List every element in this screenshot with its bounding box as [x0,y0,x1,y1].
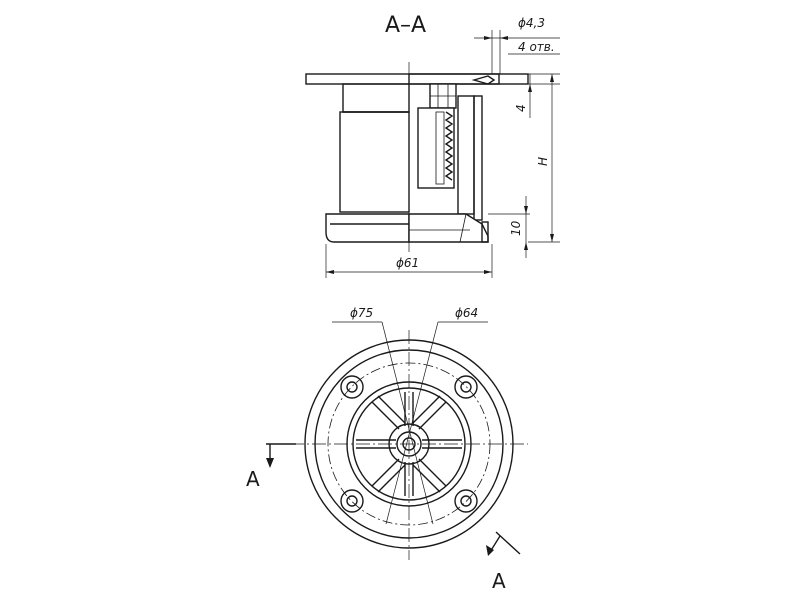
plan-view: ϕ75 ϕ64 A A [246,306,528,593]
hole-count-label: 4 отв. [518,40,555,54]
section-view: A–A [305,13,560,278]
section-title: A–A [385,13,426,38]
bolt-diameter-label: ϕ64 [455,306,478,320]
dim-hole-diameter: ϕ4,3 4 отв. [474,16,560,74]
cut-marker-left: A [246,443,296,491]
section-cut-half [408,73,500,243]
rack-teeth [444,111,454,181]
base-height-label: 10 [509,220,523,236]
height-label: H [536,157,550,166]
dim-height: H [528,74,560,243]
cut-marker-right: A [486,531,521,593]
upper-collar [342,83,410,113]
dim-outer-diameter: ϕ75 [332,306,434,525]
base-ring [325,213,410,243]
dim-bolt-diameter: ϕ64 [385,306,488,525]
plate-thickness-label: 4 [514,104,528,112]
cut-label-left: A [246,467,260,491]
cylinder-body [339,111,410,213]
dim-plate-thickness: 4 [514,73,560,118]
dim-base-height: 10 [488,196,530,258]
outer-diameter-label: ϕ75 [350,306,373,320]
dim-base-diameter: ϕ61 [325,244,493,278]
spokes [356,392,462,496]
cut-label-right: A [492,569,506,593]
top-plate [305,73,529,85]
mounting-holes [340,375,478,513]
base-diameter-label: ϕ61 [396,256,419,270]
hole-diameter-label: ϕ4,3 [518,16,545,30]
